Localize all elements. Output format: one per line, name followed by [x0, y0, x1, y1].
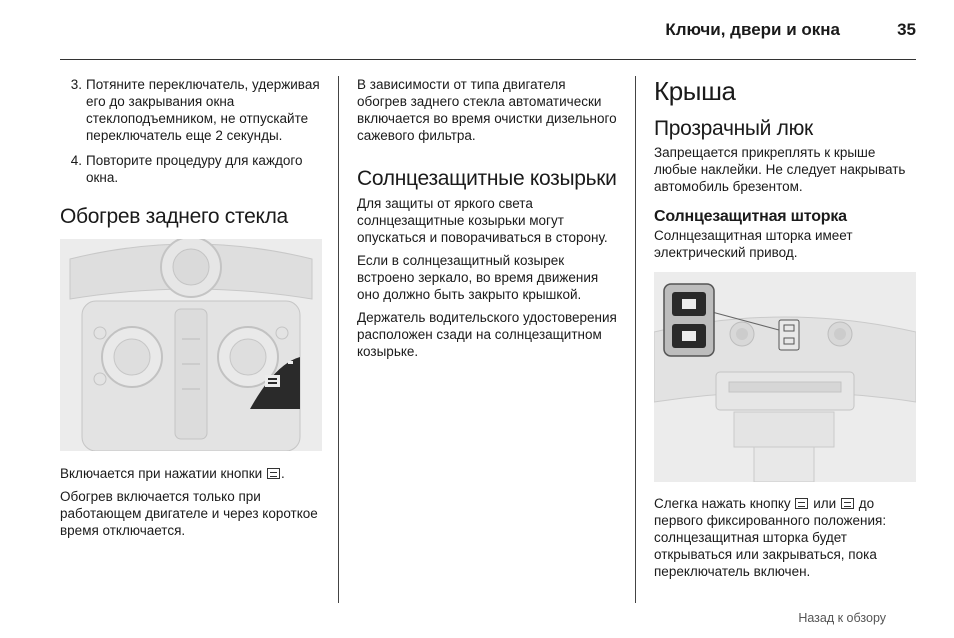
- paragraph-text: до первого фиксированного положения: сол…: [654, 496, 887, 579]
- column-divider: [635, 76, 636, 603]
- step-text: Потяните переключатель, удерживая его до…: [86, 77, 320, 143]
- paragraph: Держатель водительского удостоверения ра…: [357, 310, 617, 359]
- header-rule: [60, 59, 916, 60]
- paragraph-text: Слегка нажать кнопку: [654, 496, 791, 511]
- paragraph-text: .: [280, 466, 285, 481]
- sunshade-close-icon: [840, 498, 854, 509]
- paragraph: В зависимости от типа двигателя обогрев …: [357, 77, 617, 143]
- roof-switch-drawing: [654, 272, 916, 482]
- paragraph: Солнцезащитная шторка имеет электрически…: [654, 228, 853, 260]
- sunshade-open-icon: [795, 498, 809, 509]
- rear-defrost-icon: [266, 468, 280, 479]
- column-left: 3. Потяните переключатель, удерживая его…: [60, 76, 322, 545]
- paragraph: Если в солнцезащитный козырек встроено з…: [357, 253, 599, 302]
- paragraph: Запрещается прикреплять к крыше любые на…: [654, 145, 906, 194]
- back-to-overview-link[interactable]: Назад к обзору: [798, 611, 886, 625]
- step-text: Повторите процедуру для каждого окна.: [86, 153, 303, 185]
- column-right: Крыша Прозрачный люк Запрещается прикреп…: [654, 76, 916, 586]
- column-middle: В зависимости от типа двигателя обогрев …: [357, 76, 619, 366]
- paragraph: Для защиты от яркого света солнцезащитны…: [357, 196, 608, 245]
- page-number: 35: [897, 20, 916, 39]
- climate-panel-drawing: [60, 239, 322, 451]
- roof-console-illustration: [654, 272, 916, 482]
- paragraph-text: или: [813, 496, 837, 511]
- chapter-heading: Крыша: [654, 76, 736, 106]
- paragraph: Обогрев включается только при работающем…: [60, 489, 318, 538]
- list-item: 3. Потяните переключатель, удерживая его…: [60, 76, 322, 144]
- running-header-title: Ключи, двери и окна: [665, 20, 840, 39]
- column-divider: [338, 76, 339, 603]
- list-item: 4. Повторите процедуру для каждого окна.: [60, 152, 322, 186]
- step-number: 3.: [70, 77, 82, 92]
- paragraph: Включается при нажатии кнопки .: [60, 465, 322, 482]
- paragraph-text: Включается при нажатии кнопки: [60, 466, 263, 481]
- console-illustration: [60, 239, 322, 451]
- subsection-heading: Солнцезащитная шторка: [654, 208, 847, 225]
- paragraph: Слегка нажать кнопку или до первого фикс…: [654, 495, 916, 580]
- step-number: 4.: [70, 153, 82, 168]
- section-heading: Прозрачный люк: [654, 117, 813, 140]
- section-heading: Обогрев заднего стекла: [60, 205, 288, 228]
- steps-list: 3. Потяните переключатель, удерживая его…: [60, 76, 322, 186]
- section-heading: Солнцезащитные козырьки: [357, 167, 617, 190]
